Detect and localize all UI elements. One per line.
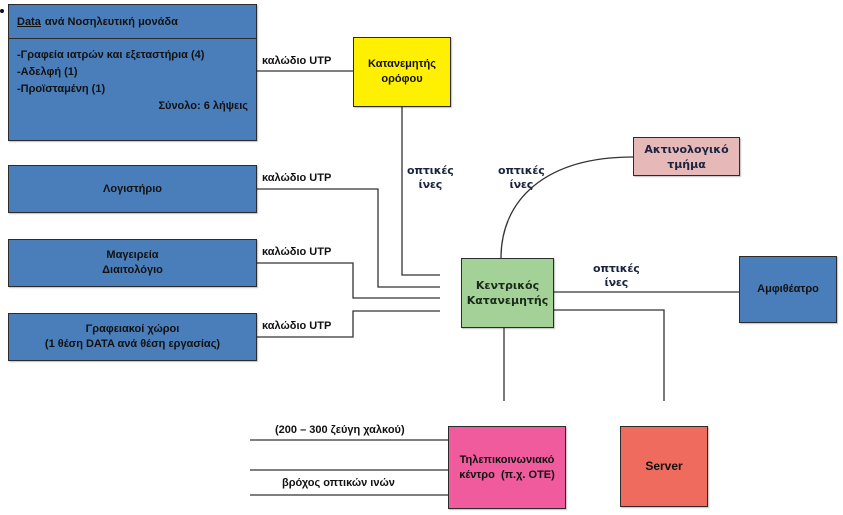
nursing-unit-item: -Αδελφή (1) [17,66,78,78]
link-offices-to-central [257,310,440,338]
label-copper-pairs: (200 – 300 ζεύγη χαλκού) [275,424,405,436]
central-label-line2: Κατανεμητής [466,294,549,307]
kitchen-label-line2: Διαιτολόγιο [102,264,163,276]
nursing-unit-total: Σύνολο: 6 λήψεις [158,100,248,112]
link-accounting-to-central [257,188,440,288]
label-fiber-floor: οπτικές ίνες [407,164,454,192]
offices-label-line2: (1 θέση DATA ανά θέση εργασίας) [44,338,221,350]
fiber-amphitheater-line1: οπτικές [593,262,640,275]
telecom-label-line2: κέντρο (π.χ. ΟΤΕ) [459,468,555,481]
node-server[interactable]: Server [620,426,708,507]
label-utp-accounting: καλώδιο UTP [262,172,332,184]
node-amphitheater[interactable]: Αμφιθέατρο [739,256,837,323]
floor-distributor-label: Κατανεμητής ορόφου [368,58,436,85]
bullet-mark [0,9,4,13]
nursing-unit-title-data: Data [17,15,41,28]
link-kitchen-to-central [257,262,440,299]
node-offices[interactable]: Γραφειακοί χώροι (1 θέση DATA ανά θέση ε… [8,313,257,361]
accounting-label: Λογιστήριο [103,182,162,195]
amphitheater-label: Αμφιθέατρο [757,283,819,295]
node-kitchen[interactable]: Μαγειρεία Διαιτολόγιο [8,239,257,287]
label-utp-nursing: καλώδιο UTP [262,55,332,67]
nursing-unit-body: -Γραφεία ιατρών και εξεταστήρια (4) -Αδε… [9,39,256,115]
label-utp-offices: καλώδιο UTP [262,320,332,332]
nursing-unit-title: ανά Νοσηλευτική μονάδα [44,15,178,28]
link-central-to-radiology [500,156,634,259]
fiber-floor-line2: ίνες [418,178,443,191]
node-nursing-unit[interactable]: Data ανά Νοσηλευτική μονάδα -Γραφεία ιατ… [8,4,257,141]
nursing-unit-item: -Προϊσταμένη (1) [17,83,106,95]
server-label: Server [645,459,683,473]
fiber-floor-line1: οπτικές [407,164,454,177]
nursing-unit-item: -Γραφεία ιατρών και εξεταστήρια (4) [17,49,205,61]
radiology-label-line2: τμήμα [667,157,706,171]
link-floor-to-central [401,106,440,276]
link-central-to-server [553,309,665,401]
central-label-line1: Κεντρικός [475,279,540,292]
telecom-label-line1: Τηλεπικοινωνιακό [459,453,555,466]
kitchen-label-line1: Μαγειρεία [106,249,159,261]
offices-label-line1: Γραφειακοί χώροι [85,323,180,335]
node-central-distributor[interactable]: Κεντρικός Κατανεμητής [461,258,554,328]
nursing-unit-header: Data ανά Νοσηλευτική μονάδα [9,5,256,39]
fiber-radiology-line2: ίνες [509,178,534,191]
radiology-label-line1: Ακτινολογικό [644,142,729,156]
label-utp-kitchen: καλώδιο UTP [262,246,332,258]
fiber-amphitheater-line2: ίνες [604,276,629,289]
label-fiber-loop: βρόχος οπτικών ινών [282,477,395,489]
fiber-radiology-line1: οπτικές [498,164,545,177]
node-telecom-center[interactable]: Τηλεπικοινωνιακό κέντρο (π.χ. ΟΤΕ) [448,426,566,509]
node-floor-distributor[interactable]: Κατανεμητής ορόφου [353,37,451,107]
node-accounting[interactable]: Λογιστήριο [8,165,257,213]
node-radiology[interactable]: Ακτινολογικό τμήμα [633,137,740,176]
label-fiber-radiology: οπτικές ίνες [498,164,545,192]
label-fiber-amphitheater: οπτικές ίνες [593,262,640,290]
